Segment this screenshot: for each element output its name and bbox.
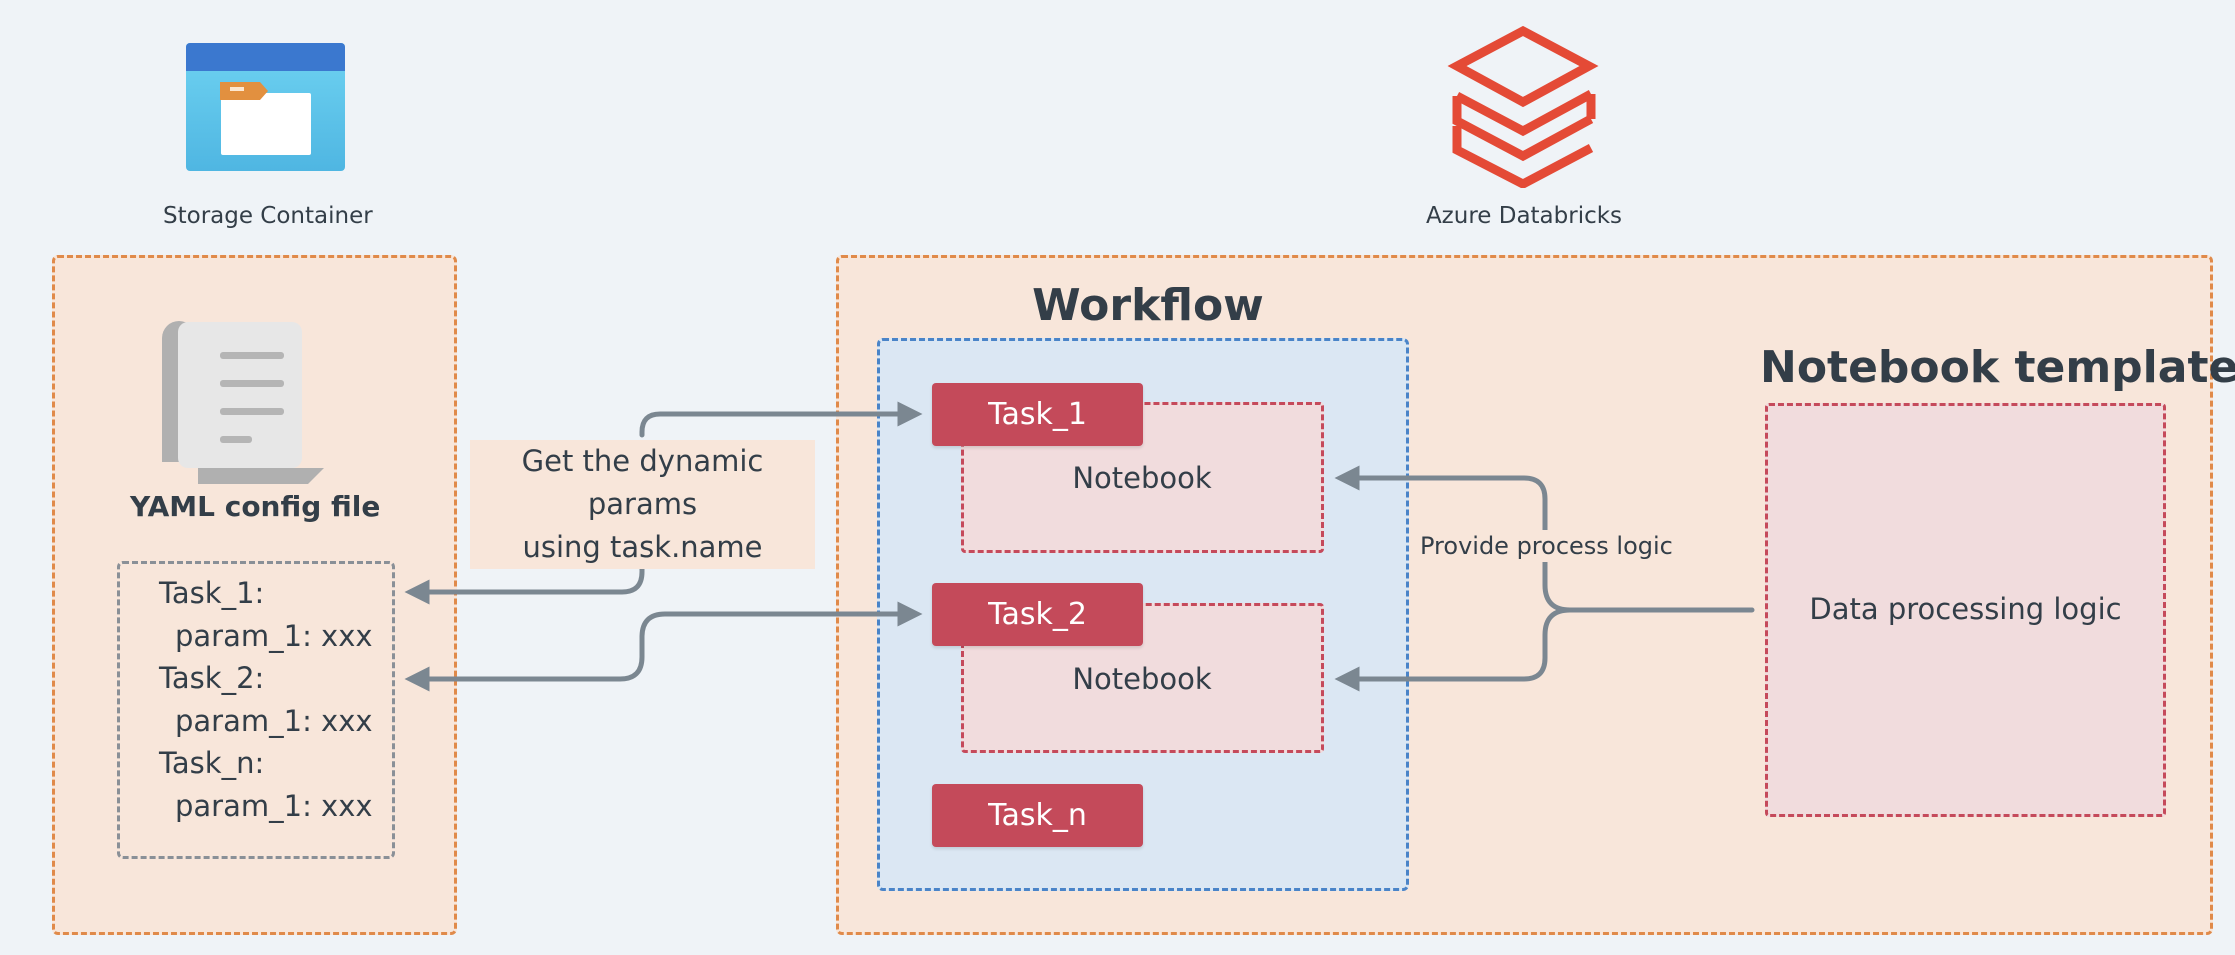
- get-params-line-1: Get the dynamic params: [521, 444, 764, 521]
- yaml-content-box: [117, 561, 395, 859]
- databricks-label: Azure Databricks: [1425, 203, 1623, 229]
- get-params-line-2: using task.name: [522, 530, 763, 564]
- notebook-template-box: [1765, 403, 2166, 817]
- notebook-template-title: Notebook template: [1760, 342, 2235, 393]
- yaml-line-param-2: param_1: xxx: [175, 704, 373, 738]
- task-1-notebook-label: Notebook: [1072, 461, 1212, 495]
- yaml-line-task-n: Task_n:: [159, 746, 265, 780]
- storage-container-icon: [186, 43, 345, 171]
- task-n-button[interactable]: Task_n: [932, 784, 1143, 847]
- notebook-template-body: Data processing logic: [1809, 592, 2122, 626]
- provide-logic-label: Provide process logic: [1420, 530, 1673, 562]
- yaml-line-param-1: param_1: xxx: [175, 619, 373, 653]
- databricks-logo-icon: [1445, 25, 1605, 190]
- yaml-line-task-2: Task_2:: [159, 661, 265, 695]
- task-2-notebook-label: Notebook: [1072, 662, 1212, 696]
- get-params-label: Get the dynamic params using task.name: [470, 440, 815, 569]
- storage-container-label: Storage Container: [163, 203, 373, 229]
- task-2-button[interactable]: Task_2: [932, 583, 1143, 646]
- yaml-config-title: YAML config file: [130, 490, 381, 523]
- scroll-document-icon: [160, 320, 330, 485]
- yaml-line-param-n: param_1: xxx: [175, 789, 373, 823]
- yaml-line-task-1: Task_1:: [159, 576, 265, 610]
- task-1-button[interactable]: Task_1: [932, 383, 1143, 446]
- workflow-title: Workflow: [1032, 280, 1264, 331]
